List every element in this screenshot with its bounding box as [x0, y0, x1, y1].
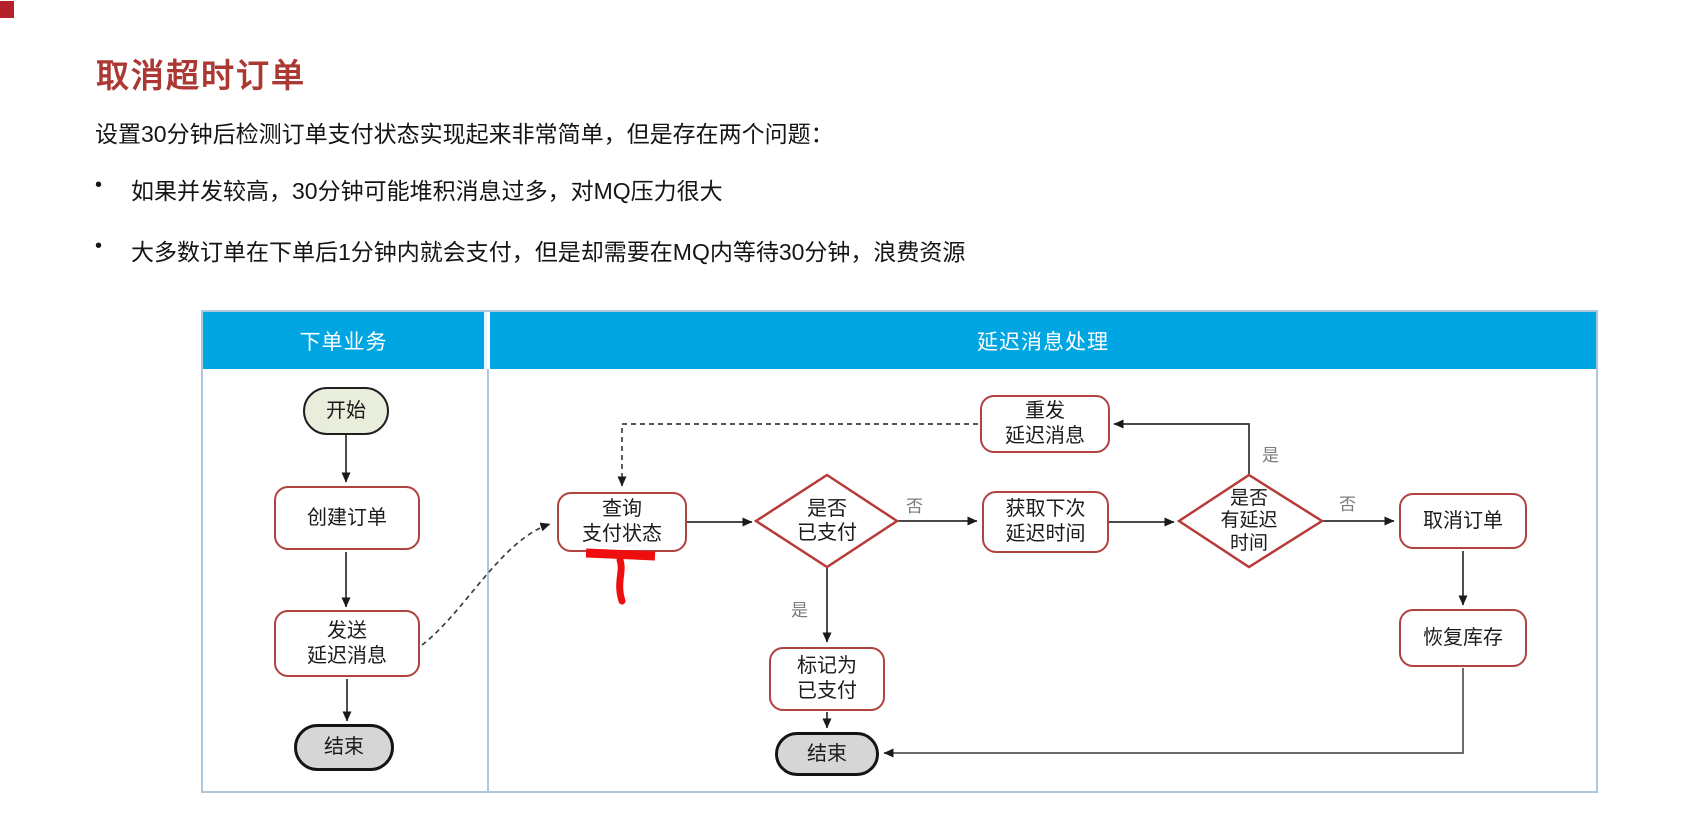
- node-resend-delay-msg: 重发 延迟消息: [980, 395, 1110, 453]
- list-item: • 如果并发较高，30分钟可能堆积消息过多，对MQ压力很大: [95, 172, 965, 206]
- edge-label-yes: 是: [1262, 446, 1279, 465]
- accent-square: [0, 1, 14, 18]
- bullet-dot: •: [95, 174, 103, 196]
- flowchart: 下单业务 延迟消息处理: [201, 310, 1598, 793]
- decision-is-paid-label: 是否 已支付: [797, 498, 857, 544]
- node-send-delay-msg: 发送 延迟消息: [274, 610, 420, 677]
- connector-layer: [341, 419, 1468, 758]
- node-get-next-delay: 获取下次 延迟时间: [982, 491, 1109, 553]
- red-marker-annotation: [585, 548, 656, 605]
- edge-label-no: 否: [1339, 495, 1356, 514]
- page-title: 取消超时订单: [96, 57, 306, 95]
- node-cancel-order: 取消订单: [1399, 493, 1527, 549]
- node-mark-paid: 标记为 已支付: [769, 647, 885, 711]
- lane-header-delay: 延迟消息处理: [490, 312, 1596, 369]
- edge-resend-query-dashed: [617, 423, 978, 487]
- bullet-text: 如果并发较高，30分钟可能堆积消息过多，对MQ压力很大: [131, 178, 723, 204]
- edge-label-yes: 是: [791, 601, 808, 620]
- list-item: • 大多数订单在下单后1分钟内就会支付，但是却需要在MQ内等待30分钟，浪费资源: [95, 233, 965, 267]
- intro-text: 设置30分钟后检测订单支付状态实现起来非常简单，但是存在两个问题：: [95, 121, 834, 147]
- node-start: 开始: [303, 387, 389, 435]
- edge-hasdelay-resend: [1113, 419, 1250, 474]
- node-create-order: 创建订单: [274, 486, 420, 550]
- node-end-left: 结束: [294, 724, 394, 771]
- lane-header-order: 下单业务: [203, 312, 487, 369]
- edge-send-query-dashed: [421, 522, 551, 646]
- decision-has-delay-label: 是否 有延迟 时间: [1220, 488, 1278, 554]
- edge-label-no: 否: [906, 497, 923, 516]
- bullet-list: • 如果并发较高，30分钟可能堆积消息过多，对MQ压力很大 • 大多数订单在下单…: [95, 172, 965, 294]
- edge-restore-endright: [883, 668, 1464, 758]
- lane-divider: [487, 369, 489, 791]
- node-restore-stock: 恢复库存: [1399, 609, 1527, 667]
- bullet-dot: •: [95, 235, 103, 257]
- bullet-text: 大多数订单在下单后1分钟内就会支付，但是却需要在MQ内等待30分钟，浪费资源: [131, 239, 966, 265]
- node-end-right: 结束: [775, 732, 879, 776]
- node-query-pay-status: 查询 支付状态: [557, 492, 687, 552]
